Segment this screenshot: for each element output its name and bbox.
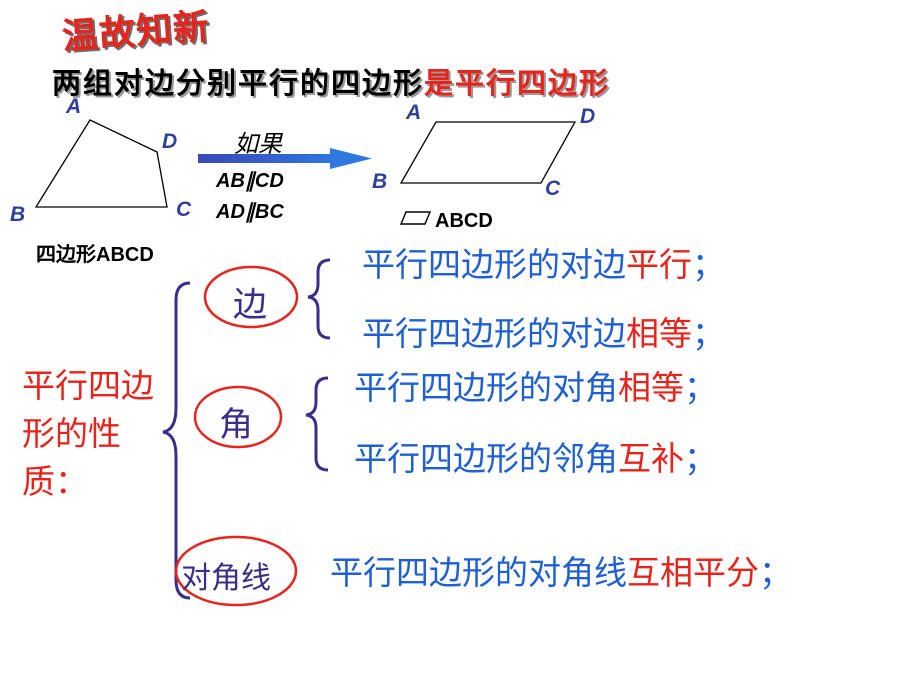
category-diagonals: 对角线 xyxy=(181,561,271,596)
vertex-label-b-left: B xyxy=(10,203,26,226)
property-item: 平行四边形的对角线互相平分； xyxy=(330,546,792,594)
property-text: 平行四边形的对角线 xyxy=(330,553,627,592)
brace-angles-icon xyxy=(305,376,329,472)
vertex-label-c-right: C xyxy=(545,177,561,200)
property-end: ； xyxy=(692,314,725,353)
headline-red: 是平行四边形 xyxy=(424,66,611,100)
quadrilateral-shape xyxy=(34,119,168,208)
property-end: ； xyxy=(684,439,717,478)
arrow-label: 如果 xyxy=(234,130,282,158)
brace-sides-icon xyxy=(307,258,331,340)
property-text: 平行四边形的对边 xyxy=(362,245,626,284)
vertex-label-a-right: A xyxy=(406,101,422,124)
property-keyword: 相等 xyxy=(626,314,692,353)
property-text: 平行四边形的对角 xyxy=(354,368,618,407)
condition-2: AD∥BC xyxy=(216,201,284,223)
ellipse-angles xyxy=(193,385,283,449)
category-angles: 角 xyxy=(219,405,253,445)
parallelogram-symbol-icon xyxy=(399,211,432,225)
property-end: ； xyxy=(684,368,717,407)
headline-black: 两组对边分别平行的四边形 xyxy=(52,66,425,100)
category-sides: 边 xyxy=(233,285,267,325)
property-end: ； xyxy=(759,553,792,592)
vertex-label-d-left: D xyxy=(162,130,178,153)
quadrilateral-caption: 四边形ABCD xyxy=(36,244,154,266)
headline: 两组对边分别平行的四边形是平行四边形 xyxy=(52,60,610,102)
parallelogram-shape xyxy=(399,121,577,184)
property-keyword: 相等 xyxy=(618,368,684,407)
vertex-label-c-left: C xyxy=(176,198,192,221)
property-keyword: 互补 xyxy=(618,439,684,478)
vertex-label-b-right: B xyxy=(372,170,388,193)
arrow-right-icon xyxy=(198,148,372,169)
ellipse-diagonals xyxy=(174,535,298,607)
property-text: 平行四边形的对边 xyxy=(362,314,626,353)
property-keyword: 互相平分 xyxy=(627,553,759,592)
parallelogram-caption: ABCD xyxy=(435,210,493,232)
main-brace-icon xyxy=(162,281,191,600)
properties-side-label: 平行四边形的性质： xyxy=(22,366,154,501)
ellipse-sides xyxy=(203,265,299,329)
property-item: 平行四边形的对角相等； xyxy=(354,361,717,409)
vertex-label-d-right: D xyxy=(580,105,596,128)
property-item: 平行四边形的邻角互补； xyxy=(354,432,717,480)
property-end: ； xyxy=(692,245,725,284)
property-item: 平行四边形的对边平行； xyxy=(362,238,725,286)
property-item: 平行四边形的对边相等； xyxy=(362,307,725,355)
vertex-label-a-left: A xyxy=(66,95,82,118)
property-text: 平行四边形的邻角 xyxy=(354,439,618,478)
condition-1: AB∥CD xyxy=(216,170,284,192)
property-keyword: 平行 xyxy=(626,245,692,284)
